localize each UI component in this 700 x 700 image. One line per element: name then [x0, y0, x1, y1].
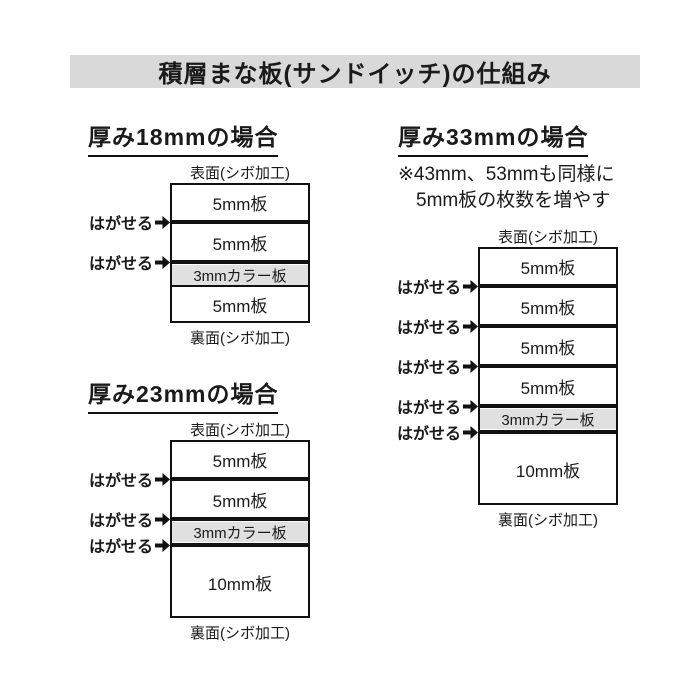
title-bar: 積層まな板(サンドイッチ)の仕組み: [70, 55, 640, 88]
layer-5mm: 5mm板: [480, 329, 616, 363]
layer-stack-33mm: 5mm板 5mm板 5mm板 5mm板 3mmカラー板 10mm板: [478, 247, 618, 505]
right-arrow-icon: [155, 512, 170, 526]
layer-5mm: 5mm板: [172, 185, 308, 219]
peel-label-row: はがせる: [50, 211, 170, 233]
peel-divider: [480, 429, 616, 435]
peel-divider: [480, 323, 616, 329]
layer-5mm: 5mm板: [480, 289, 616, 323]
right-arrow-icon: [155, 472, 170, 486]
right-arrow-icon: [463, 425, 478, 439]
peel-divider: [172, 219, 308, 225]
layer-5mm: 5mm板: [480, 369, 616, 403]
peel-label-row: はがせる: [358, 275, 478, 297]
layer-stack-23mm: 5mm板 5mm板 3mmカラー板 10mm板: [170, 440, 310, 618]
diagram-heading-18mm: 厚み18mmの場合: [88, 118, 279, 157]
peel-divider: [480, 403, 616, 409]
peel-divider: [480, 363, 616, 369]
right-arrow-icon: [463, 279, 478, 293]
peel-label: はがせる: [396, 426, 461, 443]
peel-label-row: はがせる: [50, 251, 170, 273]
surface-label: 表面(シボ加工): [190, 165, 290, 182]
layer-5mm: 5mm板: [172, 442, 308, 476]
right-arrow-icon: [463, 359, 478, 373]
back-label: 裏面(シボ加工): [498, 512, 598, 529]
back-label: 裏面(シボ加工): [190, 330, 290, 347]
surface-label: 表面(シボ加工): [190, 422, 290, 439]
page-title: 積層まな板(サンドイッチ)の仕組み: [158, 61, 552, 88]
right-arrow-icon: [463, 319, 478, 333]
layer-3mm: 3mmカラー板: [480, 409, 616, 429]
diagram-note: ※43mm、53mmも同様に 5mm板の枚数を増やす: [398, 162, 615, 214]
peel-divider: [172, 516, 308, 522]
right-arrow-icon: [463, 399, 478, 413]
peel-label-row: はがせる: [50, 508, 170, 530]
layer-5mm: 5mm板: [480, 249, 616, 283]
peel-label: はがせる: [396, 360, 461, 377]
peel-divider: [480, 283, 616, 289]
layer-5mm: 5mm板: [172, 482, 308, 516]
peel-label-row: はがせる: [358, 355, 478, 377]
right-arrow-icon: [155, 538, 170, 552]
peel-label: はがせる: [396, 400, 461, 417]
peel-label: はがせる: [396, 320, 461, 337]
peel-label: はがせる: [396, 280, 461, 297]
peel-label-row: はがせる: [358, 315, 478, 337]
thin-divider: [172, 285, 308, 287]
layer-3mm: 3mmカラー板: [172, 522, 308, 542]
peel-divider: [172, 259, 308, 265]
back-label: 裏面(シボ加工): [190, 625, 290, 642]
peel-divider: [172, 542, 308, 548]
diagram-heading-33mm: 厚み33mmの場合: [398, 118, 589, 157]
peel-label-row: はがせる: [358, 395, 478, 417]
note-line: 5mm板の枚数を増やす: [416, 190, 611, 211]
peel-label: はがせる: [88, 216, 153, 233]
peel-label-row: はがせる: [50, 468, 170, 490]
peel-label-row: はがせる: [50, 534, 170, 556]
layer-5mm: 5mm板: [172, 225, 308, 259]
surface-label: 表面(シボ加工): [498, 229, 598, 246]
right-arrow-icon: [155, 215, 170, 229]
peel-label: はがせる: [88, 539, 153, 556]
layer-10mm: 10mm板: [172, 548, 308, 616]
layer-10mm: 10mm板: [480, 435, 616, 503]
note-line: ※43mm、53mmも同様に: [398, 164, 615, 185]
peel-label-row: はがせる: [358, 421, 478, 443]
layer-3mm: 3mmカラー板: [172, 265, 308, 285]
peel-label: はがせる: [88, 256, 153, 273]
peel-divider: [172, 476, 308, 482]
peel-label: はがせる: [88, 513, 153, 530]
layer-5mm: 5mm板: [172, 287, 308, 321]
right-arrow-icon: [155, 255, 170, 269]
diagram-heading-23mm: 厚み23mmの場合: [88, 375, 279, 414]
peel-label: はがせる: [88, 473, 153, 490]
